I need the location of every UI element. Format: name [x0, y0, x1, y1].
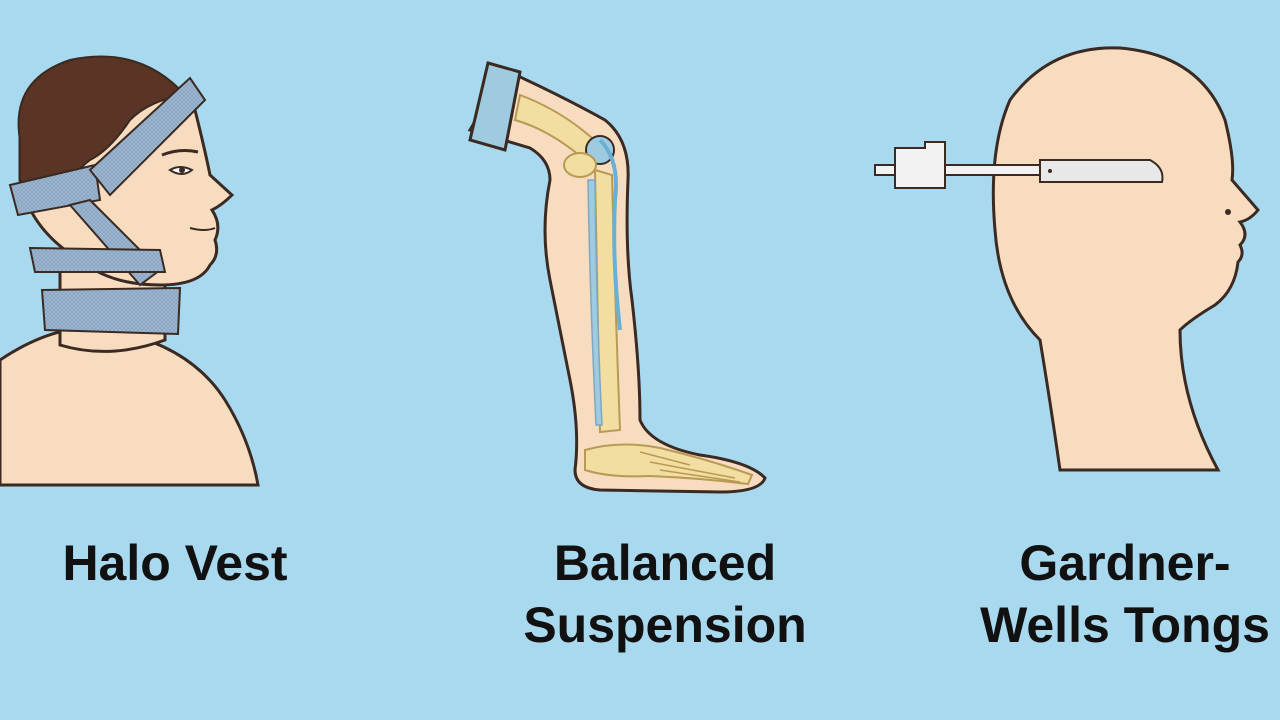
jaw-strap — [28, 246, 167, 273]
tong-clamp — [894, 141, 946, 189]
gardner-line1: Gardner- — [1019, 535, 1231, 591]
gardner-wells-illustration — [874, 46, 1260, 472]
thigh-pad — [468, 61, 522, 152]
balanced-line2: Suspension — [523, 597, 807, 653]
foot-bones — [584, 443, 754, 486]
halo-vest-panel: Halo Vest — [0, 0, 320, 720]
knee-joint — [563, 152, 597, 178]
balanced-suspension-caption: Balanced Suspension — [480, 532, 850, 656]
gardner-line2: Wells Tongs — [980, 597, 1270, 653]
balanced-line1: Balanced — [553, 535, 777, 591]
fibula-bone — [587, 179, 603, 426]
neck-collar — [40, 286, 182, 336]
halo-vest-illustration — [0, 55, 260, 487]
brow-shape — [161, 149, 199, 157]
gardner-wells-caption: Gardner- Wells Tongs — [960, 532, 1280, 656]
balanced-suspension-illustration — [467, 61, 767, 494]
halo-vest-caption: Halo Vest — [20, 532, 330, 594]
bald-head-shape — [991, 46, 1260, 472]
head-strap-top — [88, 76, 207, 197]
mouth-shape — [189, 227, 216, 231]
halo-vest-label: Halo Vest — [62, 535, 288, 591]
blue-line — [598, 138, 622, 331]
tong-blade — [1039, 159, 1164, 183]
